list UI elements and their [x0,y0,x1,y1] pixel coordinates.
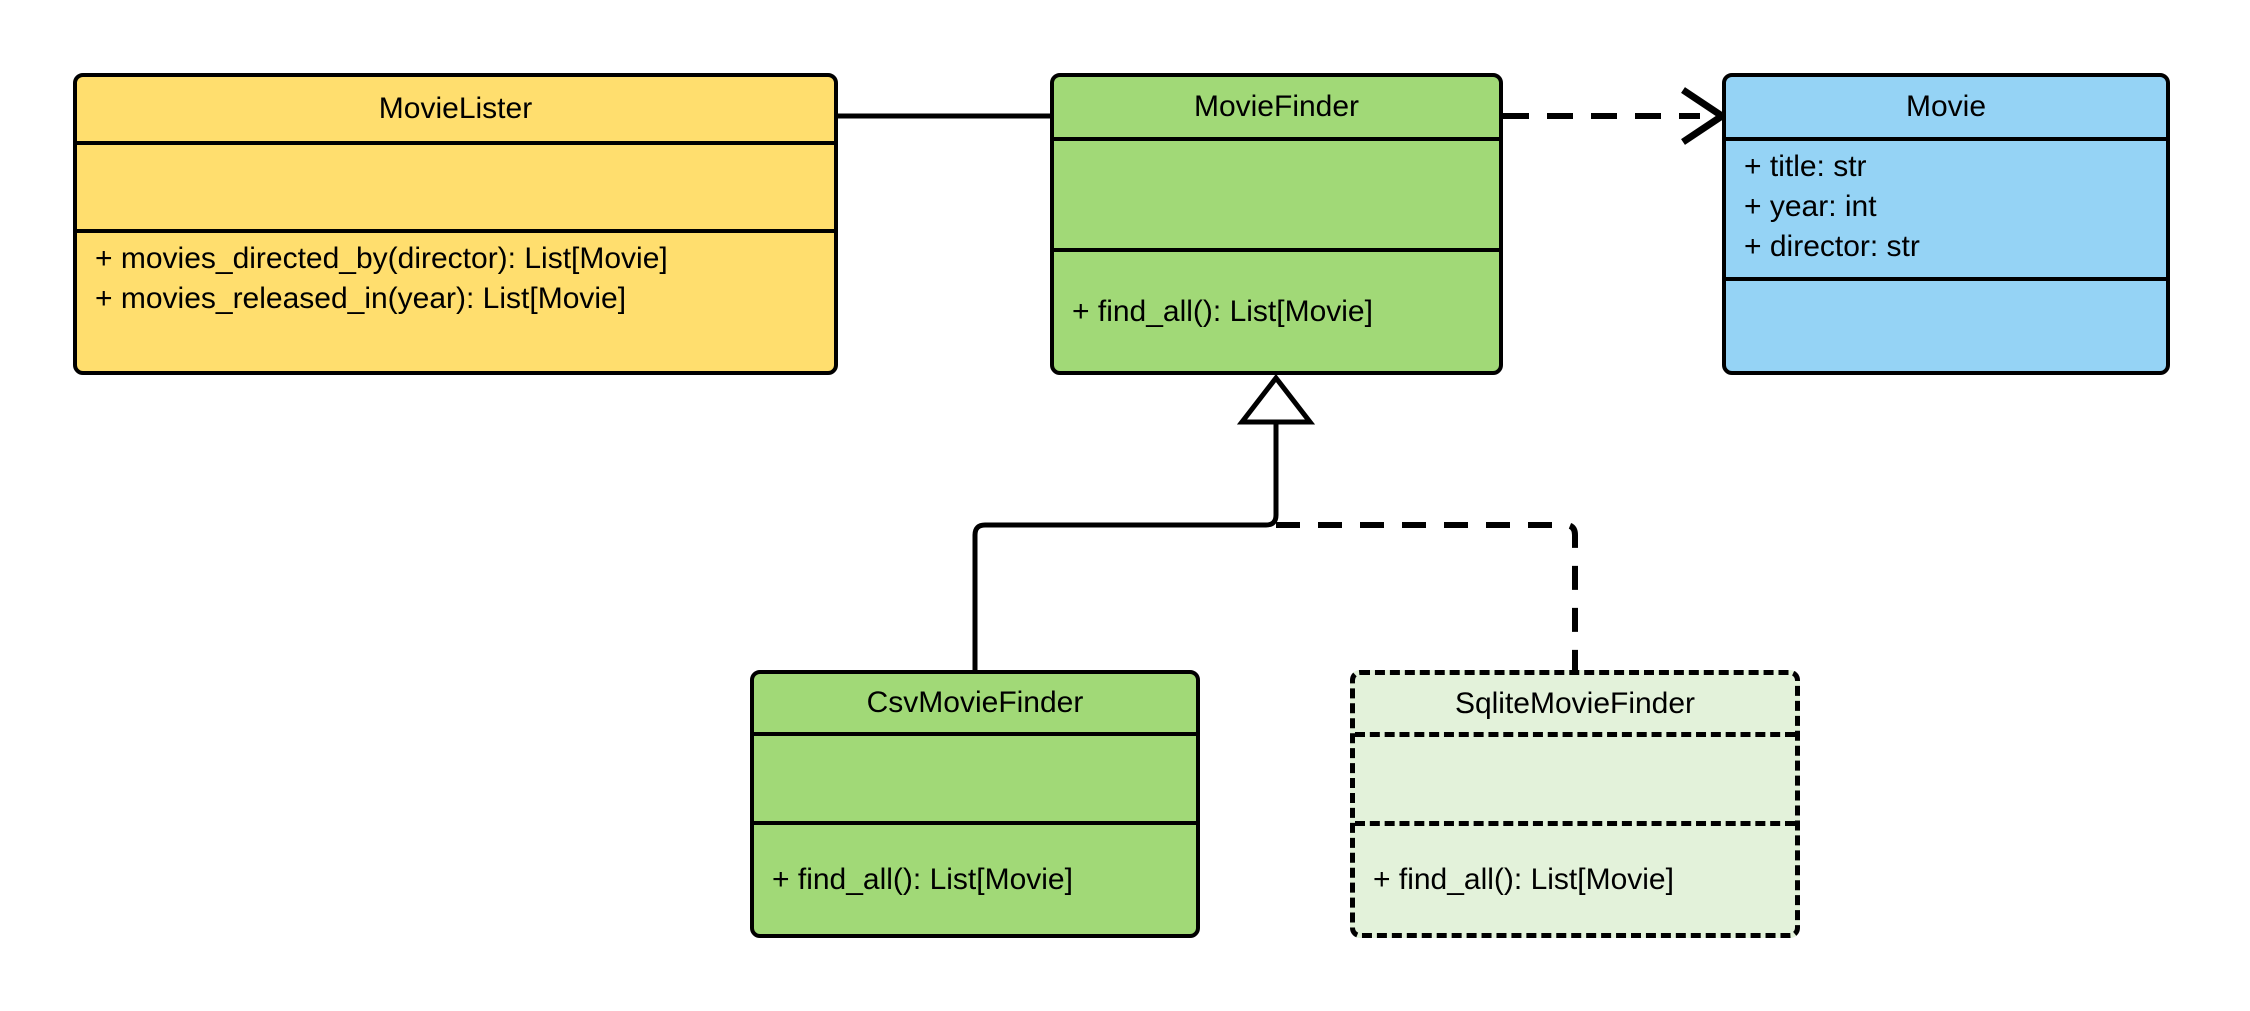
class-title-compartment: SqliteMovieFinder [1355,675,1795,737]
inheritance-connector [972,373,1578,670]
class-attributes-compartment: + title: str + year: int + director: str [1726,141,2166,281]
class-methods-compartment: + movies_directed_by(director): List[Mov… [77,233,834,371]
method-item: + movies_directed_by(director): List[Mov… [95,242,668,275]
attribute-item: + title: str [1744,150,1867,183]
class-title-compartment: Movie [1726,77,2166,141]
class-name-csv-movie-finder: CsvMovieFinder [866,686,1084,719]
attribute-item: + year: int [1744,189,1877,223]
method-item: + find_all(): List[Movie] [772,862,1073,896]
class-attributes-compartment [1355,737,1795,826]
class-name-movie-finder: MovieFinder [1193,90,1360,123]
class-box-movie[interactable]: Movie + title: str + year: int + directo… [1722,73,2170,375]
class-box-sqlite-movie-finder[interactable]: SqliteMovieFinder + find_all(): List[Mov… [1350,670,1800,938]
class-title-compartment: CsvMovieFinder [754,674,1196,736]
class-methods-compartment [1726,281,2166,371]
class-methods-compartment: + find_all(): List[Movie] [1355,826,1795,933]
class-name-movie-lister: MovieLister [378,92,533,125]
dependency-connector [1503,87,1729,145]
class-title-compartment: MovieFinder [1054,77,1499,141]
attribute-item: + director: str [1744,229,1920,263]
class-attributes-compartment [1054,141,1499,252]
class-box-csv-movie-finder[interactable]: CsvMovieFinder + find_all(): List[Movie] [750,670,1200,938]
class-name-movie: Movie [1905,90,1987,123]
class-methods-compartment: + find_all(): List[Movie] [754,825,1196,934]
class-box-movie-finder[interactable]: MovieFinder + find_all(): List[Movie] [1050,73,1503,375]
method-item: + find_all(): List[Movie] [1072,294,1373,328]
inheritance-branch-sqlite [1276,522,1578,670]
class-attributes-compartment [754,736,1196,825]
method-item: + movies_released_in(year): List[Movie] [95,281,627,315]
hollow-triangle-icon [1236,373,1316,425]
class-name-sqlite-movie-finder: SqliteMovieFinder [1454,686,1696,720]
class-box-movie-lister[interactable]: MovieLister + movies_directed_by(directo… [73,73,838,375]
class-title-compartment: MovieLister [77,77,834,145]
class-attributes-compartment [77,145,834,233]
inheritance-branch-csv [972,514,1279,670]
method-item: + find_all(): List[Movie] [1373,862,1674,896]
class-methods-compartment: + find_all(): List[Movie] [1054,252,1499,371]
